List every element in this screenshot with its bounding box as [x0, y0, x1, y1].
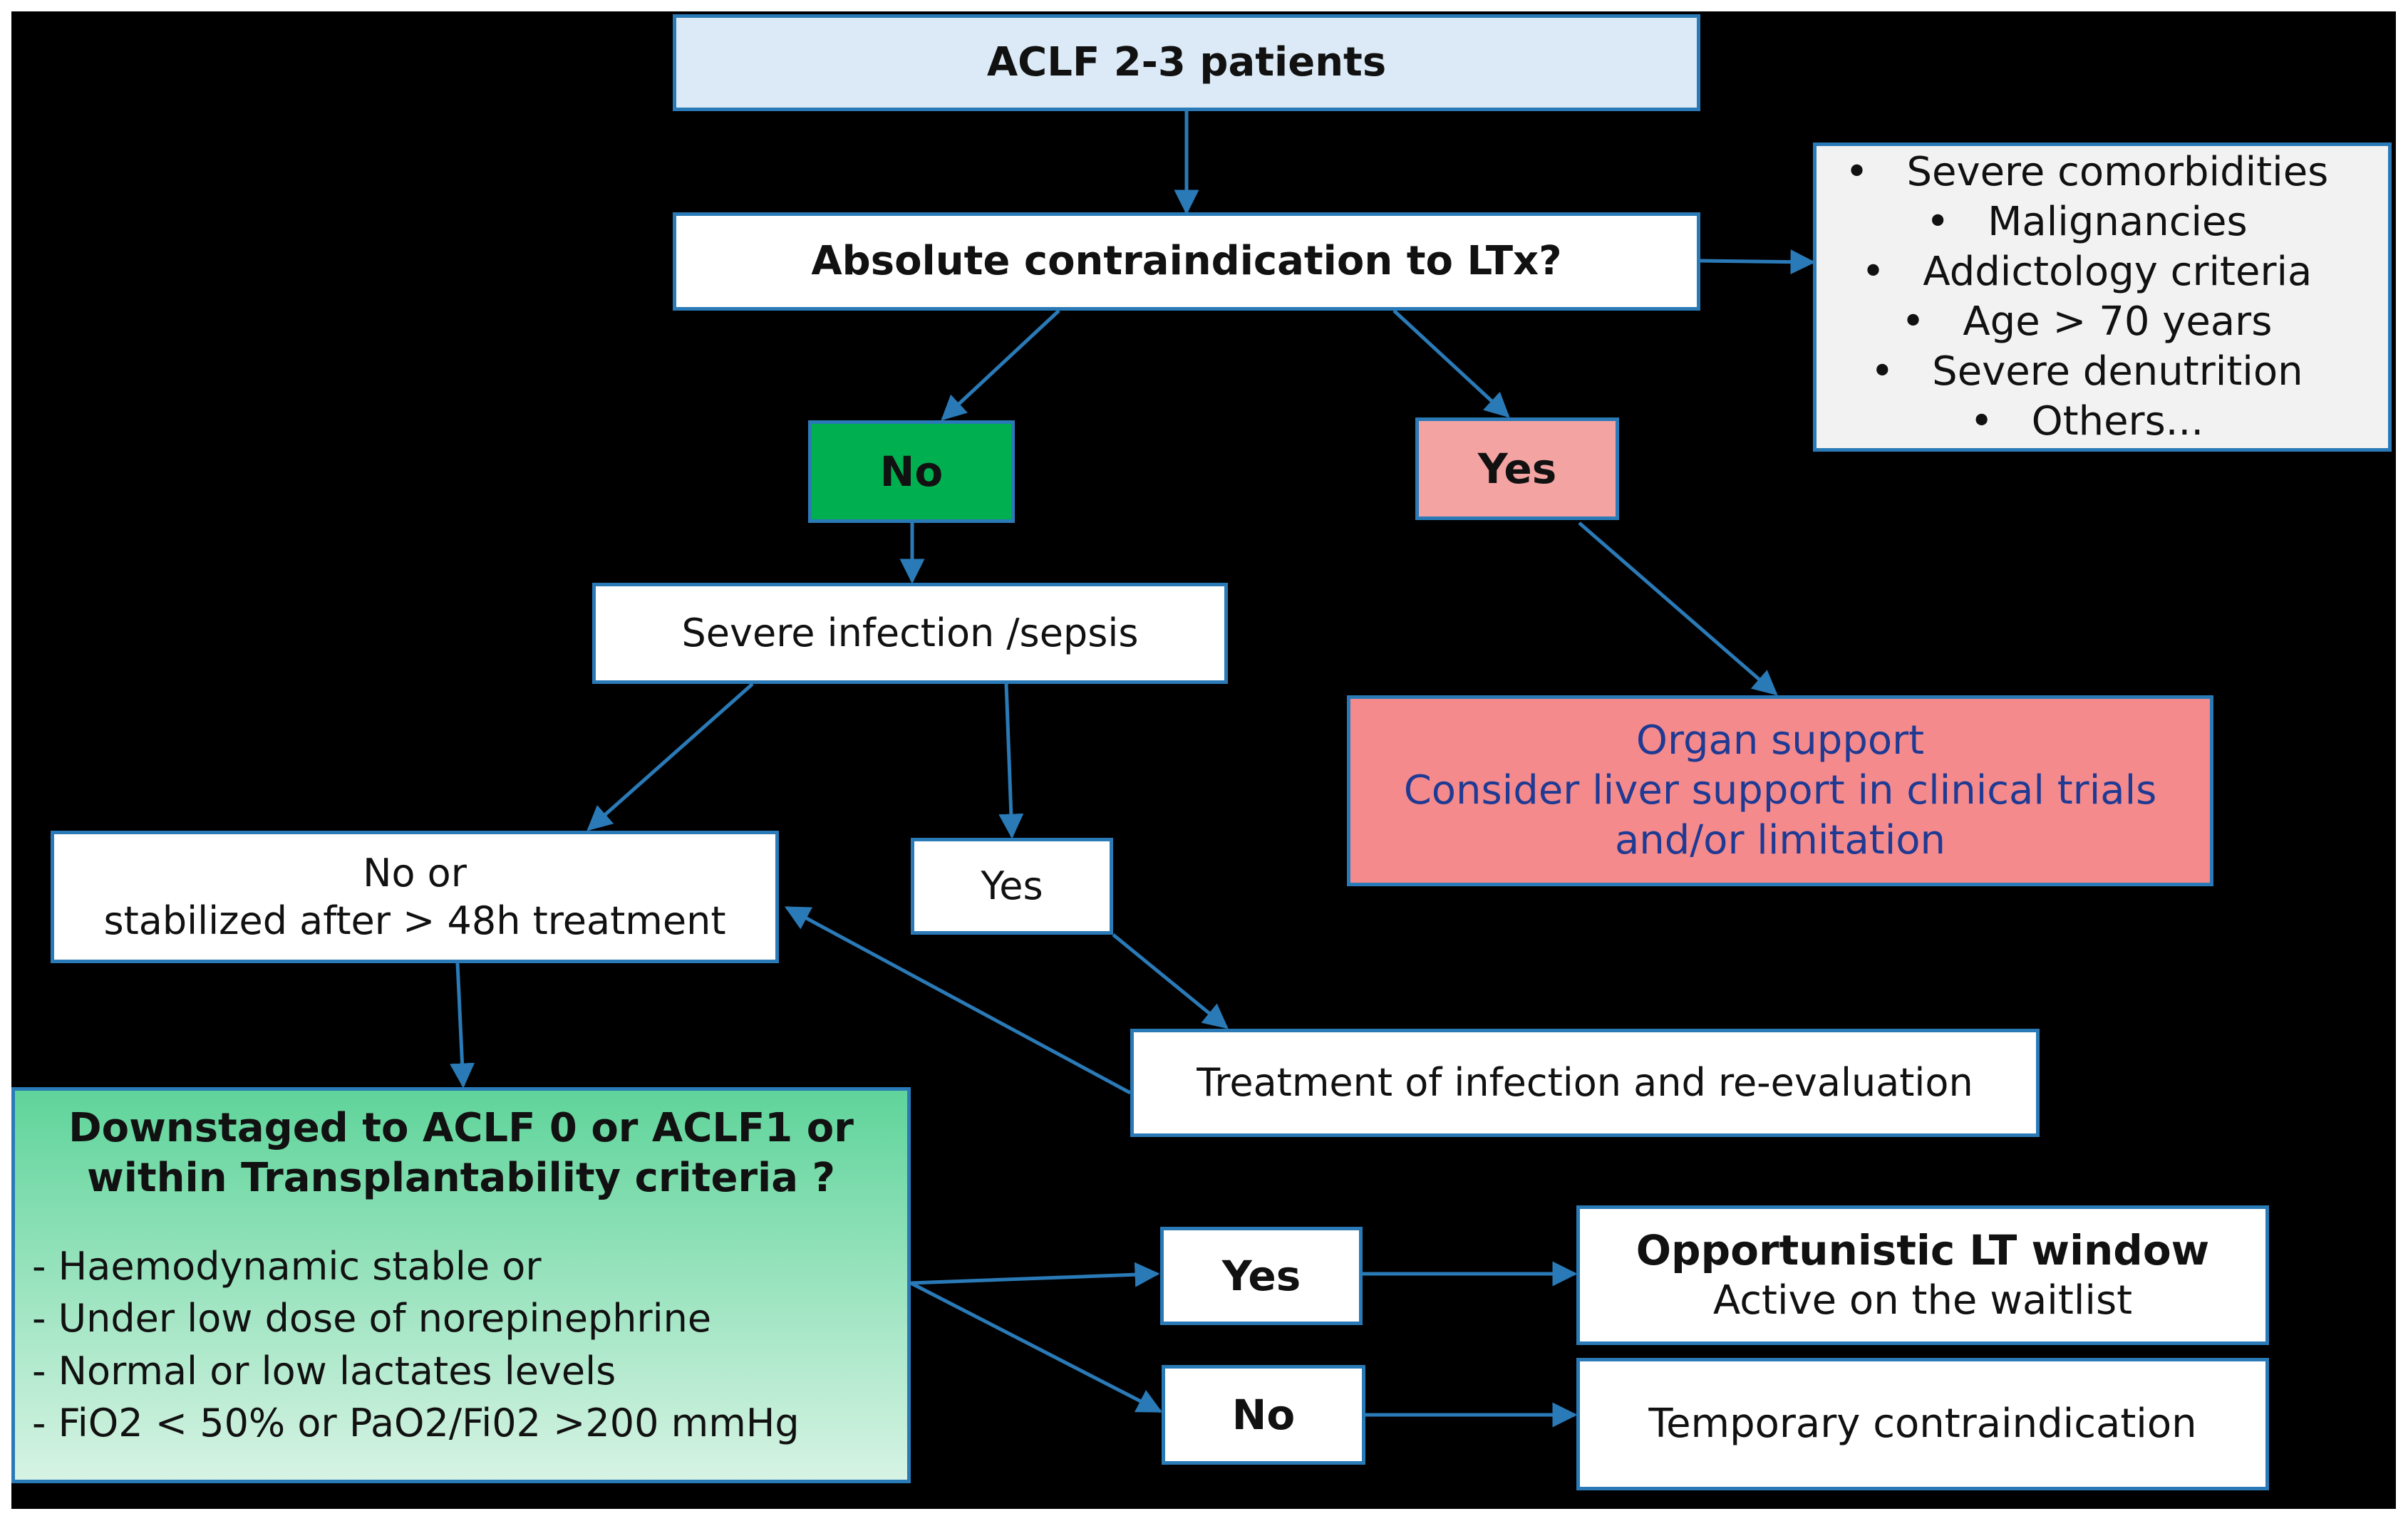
contraindication-item: • Severe denutrition	[1870, 348, 2303, 395]
connector-arrows	[450, 111, 1816, 1428]
temporary-contraindication-node: Temporary contraindication	[1576, 1358, 2269, 1490]
contraindication-item: • Age > 70 years	[1901, 299, 2273, 345]
yes-node-downstaged: Yes	[1160, 1227, 1363, 1325]
arrow-yes-to-treatment	[1112, 933, 1229, 1029]
stabilized-line: stabilized after > 48h treatment	[103, 898, 726, 943]
downstaged-criterion: - Haemodynamic stable or	[32, 1244, 542, 1289]
treatment-label: Treatment of infection and re-evaluation	[1197, 1060, 1973, 1106]
arrow-downstaged-to-yes	[910, 1262, 1160, 1287]
organ-support-line: Consider liver support in clinical trial…	[1403, 767, 2157, 814]
infection-node: Severe infection /sepsis	[592, 583, 1228, 684]
downstaged-title-line: Downstaged to ACLF 0 or ACLF1 or	[68, 1105, 854, 1151]
no-label: No	[879, 447, 944, 496]
yes-node-contraindication: Yes	[1415, 417, 1619, 520]
flowchart-canvas: ACLF 2-3 patients Absolute contraindicat…	[11, 11, 2396, 1509]
contraindication-item: • Addictology criteria	[1861, 249, 2313, 295]
temporary-label: Temporary contraindication	[1648, 1401, 2197, 1447]
no-label: No	[1231, 1390, 1296, 1439]
arrow-question-to-yes	[1392, 309, 1510, 418]
downstaged-criteria: - Haemodynamic stable or - Under low dos…	[15, 1240, 800, 1450]
organ-support-node: Organ support Consider liver support in …	[1347, 695, 2213, 886]
contraindication-item: • Severe comorbidities	[1845, 149, 2329, 195]
arrow-downstaged-to-no	[909, 1281, 1163, 1413]
opportunistic-title: Opportunistic LT window	[1636, 1225, 2210, 1275]
yes-node-infection: Yes	[911, 838, 1113, 935]
question-node: Absolute contraindication to LTx?	[673, 212, 1700, 311]
stabilized-node: No or stabilized after > 48h treatment	[51, 831, 779, 963]
no-node-contraindication: No	[808, 420, 1015, 523]
arrow-infection-to-yes	[998, 683, 1024, 839]
yes-label: Yes	[1221, 1251, 1301, 1300]
infection-label: Severe infection /sepsis	[681, 611, 1139, 656]
contraindication-list: • Severe comorbidities • Malignancies • …	[1813, 142, 2392, 452]
downstaged-title-line: within Transplantability criteria ?	[86, 1155, 836, 1201]
start-node: ACLF 2-3 patients	[673, 14, 1700, 111]
contraindication-item: • Others...	[1970, 398, 2204, 445]
downstaged-criterion: - Normal or low lactates levels	[32, 1348, 616, 1393]
arrow-infection-to-stabilized	[587, 682, 754, 831]
yes-label: Yes	[981, 863, 1043, 909]
arrow-treatment-to-stabilized	[784, 905, 1132, 1095]
arrow-question-to-contra-list	[1700, 249, 1816, 275]
yes-label: Yes	[1477, 444, 1557, 493]
downstaged-criterion: - FiO2 < 50% or PaO2/Fi02 >200 mmHg	[32, 1401, 800, 1446]
start-label: ACLF 2-3 patients	[986, 39, 1387, 85]
contraindication-item: • Malignancies	[1926, 199, 2248, 245]
organ-support-line: and/or limitation	[1614, 817, 1946, 863]
downstaged-node: Downstaged to ACLF 0 or ACLF1 or within …	[11, 1087, 911, 1483]
no-node-downstaged: No	[1162, 1365, 1365, 1465]
downstaged-criterion: - Under low dose of norepinephrine	[32, 1296, 712, 1341]
question-label: Absolute contraindication to LTx?	[811, 238, 1562, 284]
organ-support-line: Organ support	[1636, 717, 1925, 764]
stabilized-line: No or	[363, 850, 467, 896]
opportunistic-node: Opportunistic LT window Active on the wa…	[1576, 1205, 2269, 1345]
contraindication-items: • Severe comorbidities • Malignancies • …	[1845, 147, 2328, 447]
arrow-question-to-no	[941, 309, 1060, 421]
opportunistic-subtitle: Active on the waitlist	[1712, 1277, 2133, 1324]
arrow-stabilized-to-downstaged	[450, 962, 475, 1089]
treatment-node: Treatment of infection and re-evaluation	[1130, 1029, 2040, 1137]
arrow-yes-to-organ-support	[1578, 521, 1778, 696]
